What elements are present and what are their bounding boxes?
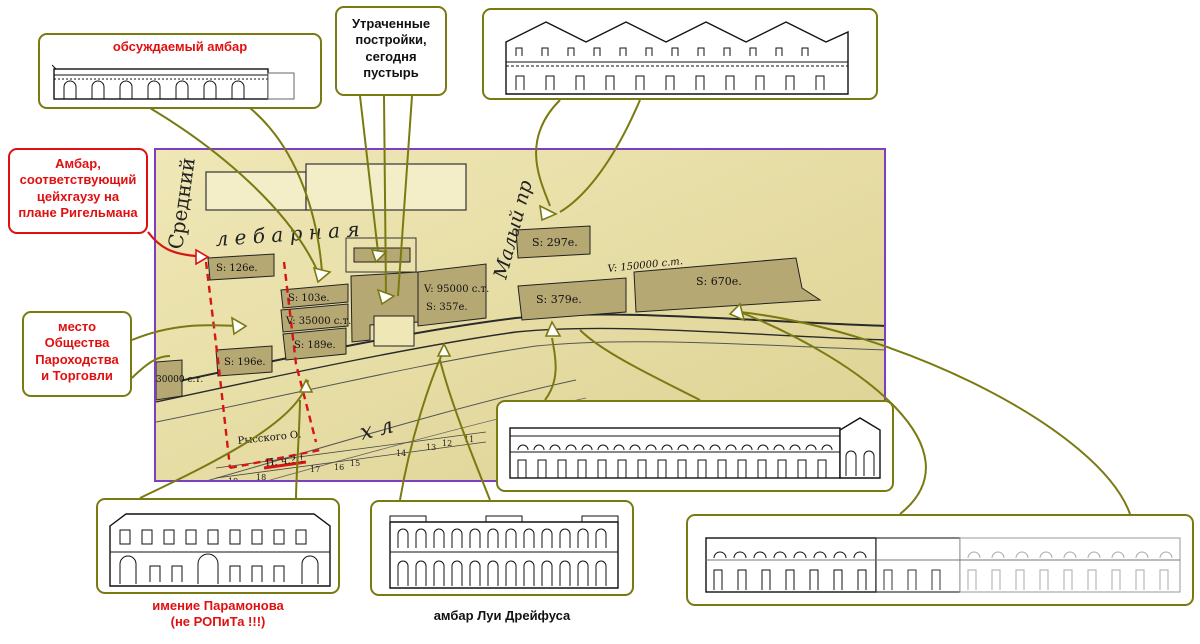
- lot-label: S: 126е.: [216, 263, 258, 274]
- grid-number: 15: [350, 459, 360, 468]
- lot-label: 30000 с.т.: [156, 375, 203, 385]
- long-warehouse-callout: [496, 400, 894, 492]
- lot-label: S: 670е.: [696, 275, 742, 288]
- grid-number: 16: [334, 463, 344, 472]
- paramonov-label: имение Парамонова (не РОПиТа !!!): [152, 598, 284, 630]
- grid-number: 14: [396, 449, 406, 458]
- factory-elevation-callout: [482, 8, 878, 100]
- lost-buildings-callout: Утраченные постройки, сегодня пустырь: [335, 6, 447, 96]
- factory-elevation-drawing: [505, 21, 849, 95]
- society-place-callout: место Общества Пароходства и Торговли: [22, 311, 132, 397]
- discussed-barn-drawing: [52, 64, 295, 100]
- faded-warehouse-callout: [686, 514, 1194, 606]
- grid-number: 19: [228, 477, 238, 482]
- lot-label: S: 357е.: [426, 302, 468, 313]
- society-place-label: место Общества Пароходства и Торговли: [35, 319, 119, 383]
- lot-label: S: 196е.: [224, 357, 266, 368]
- lot-label: V: 95000 с.т.: [423, 284, 489, 295]
- lost-buildings-label: Утраченные постройки, сегодня пустырь: [351, 16, 431, 80]
- paramonov-estate-callout: [96, 498, 340, 594]
- grid-number: 13: [426, 443, 436, 452]
- lot-label: S: 297е.: [532, 236, 578, 249]
- lot-label: S: 189е.: [294, 340, 336, 351]
- dreyfus-barn-drawing: [389, 515, 619, 589]
- grid-number: 11: [464, 435, 474, 444]
- dreyfus-barn-callout: [370, 500, 634, 596]
- lot-label: V: 35000 с.т.: [285, 316, 351, 327]
- block-outline: [205, 171, 307, 211]
- faded-warehouse-drawing: [705, 537, 1181, 593]
- dreyfus-label: амбар Луи Дрейфуса: [433, 608, 571, 623]
- block-outline: [305, 163, 467, 211]
- paramonov-estate-drawing: [109, 513, 331, 587]
- grid-number: 17: [310, 465, 320, 474]
- rigelman-barn-label: Амбар, соответствующий цейхгаузу на план…: [18, 156, 138, 220]
- grid-number: 18: [256, 473, 266, 482]
- grid-number: 12: [442, 439, 452, 448]
- lot-label: S: 379е.: [536, 293, 582, 306]
- lot-label: S: 103е.: [288, 293, 330, 304]
- discussed-barn-title: обсуждаемый амбар: [112, 39, 248, 54]
- long-warehouse-drawing: [509, 417, 881, 479]
- discussed-barn-callout: обсуждаемый амбар: [38, 33, 322, 109]
- rigelman-barn-callout: Амбар, соответствующий цейхгаузу на план…: [8, 148, 148, 234]
